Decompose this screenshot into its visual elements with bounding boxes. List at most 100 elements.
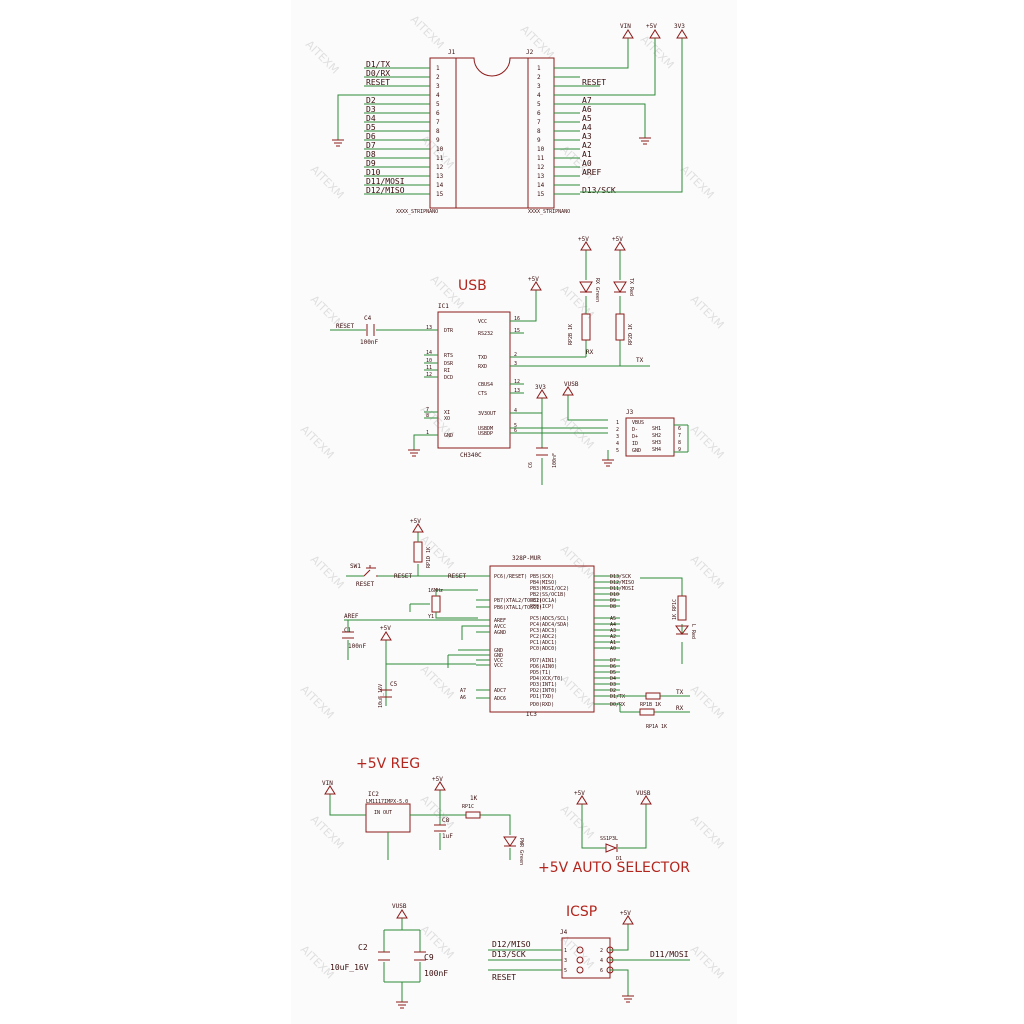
led-l-label: L Red bbox=[690, 624, 696, 639]
usb-title: USB bbox=[458, 278, 487, 294]
j2-part: XXXX_STRIPNANO bbox=[528, 209, 570, 215]
ch340-right-num: 12 bbox=[514, 379, 520, 385]
j1-pin-number: 5 bbox=[436, 101, 440, 108]
mcu-left-name: PB7(XTAL2/TOSC2) bbox=[494, 598, 542, 604]
a7-net: A7 bbox=[460, 688, 466, 694]
reset-wires bbox=[346, 564, 476, 577]
j3-shield-num: 9 bbox=[678, 447, 681, 453]
watermark-text: AITEXM bbox=[688, 943, 727, 982]
ch340-right-num: 6 bbox=[514, 428, 517, 434]
rp1c-body bbox=[677, 595, 687, 621]
j3-pin-name: GND bbox=[632, 448, 641, 454]
j2-net-label: A4 bbox=[582, 123, 592, 132]
led-rx-5v: +5V bbox=[578, 236, 589, 243]
j2-pin-number: 7 bbox=[537, 119, 541, 126]
mcu-right-net: D10 bbox=[610, 592, 619, 598]
j3-shield-num: 7 bbox=[678, 433, 681, 439]
auto-diode: SS1P3L bbox=[600, 836, 618, 842]
ch340-left-num: 7 bbox=[426, 407, 429, 413]
reset-net: RESET bbox=[394, 573, 412, 580]
c4-symbol bbox=[366, 324, 375, 336]
led-tx-5v: +5V bbox=[612, 236, 623, 243]
watermark-text: AITEXM bbox=[418, 793, 457, 832]
c5-value: 10uF_16V bbox=[378, 684, 384, 708]
ch340-right-num: 15 bbox=[514, 328, 520, 334]
j3-pin-num: 3 bbox=[616, 434, 619, 440]
ch340-gnd-wire bbox=[413, 434, 424, 450]
3v3-wire bbox=[524, 398, 543, 485]
watermark-text: AITEXM bbox=[308, 553, 347, 592]
caps-wires bbox=[383, 918, 421, 1002]
ch340-gnd bbox=[408, 449, 420, 457]
j2-gnd-symbol bbox=[639, 137, 651, 145]
mcu-right-name: PB3(MOSI/OC2) bbox=[530, 586, 569, 592]
j3-wires bbox=[524, 395, 609, 460]
ch340-left-name: XI bbox=[444, 410, 450, 416]
mcu-right-name: PD5(T1) bbox=[530, 670, 551, 676]
mcu-ic: IC3 bbox=[526, 711, 537, 718]
icsp-pin-pad bbox=[576, 966, 584, 974]
rp2d-body bbox=[615, 313, 625, 341]
j1-pin-rows: 1D1/TX2D0/RX3RESET45D26D37D48D59D610D711… bbox=[364, 60, 444, 198]
power-arrows bbox=[622, 29, 688, 39]
ch340-label: CH340C bbox=[460, 452, 482, 459]
j1-gnd-wire bbox=[337, 94, 364, 140]
j1-net-label: D2 bbox=[366, 96, 376, 105]
j1-net-label: D4 bbox=[366, 114, 376, 123]
j2-pin-number: 3 bbox=[537, 83, 541, 90]
j1-part: XXXX_STRIPNANO bbox=[396, 209, 438, 215]
mcu-left-name: PC6(/RESET) bbox=[494, 574, 527, 580]
icsp-r1: D11/MOSI bbox=[650, 950, 689, 959]
j1-pin-number: 8 bbox=[436, 128, 440, 135]
j4-label: J4 bbox=[560, 929, 568, 936]
watermark-text: AITEXM bbox=[418, 533, 457, 572]
led-tx-label: TX Red bbox=[628, 278, 634, 296]
ch340-left-num: 14 bbox=[426, 350, 432, 356]
ch340-right-num: 13 bbox=[514, 388, 520, 394]
caps-vusb: VUSB bbox=[392, 903, 407, 910]
ch340-left-num: 8 bbox=[426, 413, 429, 419]
icsp-l2: D13/SCK bbox=[492, 950, 526, 959]
icsp-pin-num: 2 bbox=[600, 948, 603, 954]
usb-vusb: VUSB bbox=[564, 381, 579, 388]
c9-value: 100nF bbox=[424, 969, 448, 978]
ch340-left-num: 11 bbox=[426, 365, 432, 371]
reg-vin: VIN bbox=[322, 780, 333, 787]
mcu-right-net: D12/MISO bbox=[610, 580, 634, 586]
rp2d-label: RP2D 1K bbox=[628, 324, 634, 345]
usb-3v3: 3V3 bbox=[535, 384, 546, 391]
j1-pin-number: 10 bbox=[436, 146, 444, 153]
j1-net-label: D11/MOSI bbox=[366, 177, 405, 186]
watermark-text: AITEXM bbox=[558, 803, 597, 842]
j3-label: J3 bbox=[626, 409, 634, 416]
reg-ic: IC2 bbox=[368, 791, 379, 798]
mcu-right-net: D11/MOSI bbox=[610, 586, 634, 592]
watermark-text: AITEXM bbox=[558, 673, 597, 712]
ch340-left-name: RTS bbox=[444, 353, 453, 359]
icsp-5v: +5V bbox=[620, 910, 631, 917]
j2-net-label: D13/SCK bbox=[582, 186, 616, 195]
vcc-wire bbox=[524, 290, 537, 322]
xtal-label: 16MHz bbox=[428, 588, 443, 594]
p5v-label: +5V bbox=[646, 23, 657, 30]
usb-tx: TX bbox=[636, 357, 644, 364]
j3-pin-name: D+ bbox=[632, 434, 638, 440]
a6-net: A6 bbox=[460, 695, 466, 701]
j1-pin-number: 4 bbox=[436, 92, 440, 99]
reg-rp: RP1C bbox=[462, 804, 474, 810]
reg-section: +5V REG IC2 LM1117IMPX-5.0 IN OUT VIN +5… bbox=[322, 756, 524, 865]
j1-pin-number: 2 bbox=[436, 74, 440, 81]
mcu-right-name: PD4(XCK/T0) bbox=[530, 676, 563, 682]
rp2b-label: RP2B 1K bbox=[568, 324, 574, 345]
mcu-right-name: PD7(AIN1) bbox=[530, 658, 557, 664]
ch340-right-name: CBUS4 bbox=[478, 382, 493, 388]
ch340-right-name: USBDP bbox=[478, 431, 493, 437]
c6-value: 100nF bbox=[552, 453, 558, 468]
mcu-reset-net: RESET bbox=[448, 573, 466, 580]
j3-pin-num: 4 bbox=[616, 441, 619, 447]
j1-pin-number: 9 bbox=[436, 137, 440, 144]
c5-label: C5 bbox=[390, 681, 398, 688]
watermark-text: AITEXM bbox=[558, 413, 597, 452]
